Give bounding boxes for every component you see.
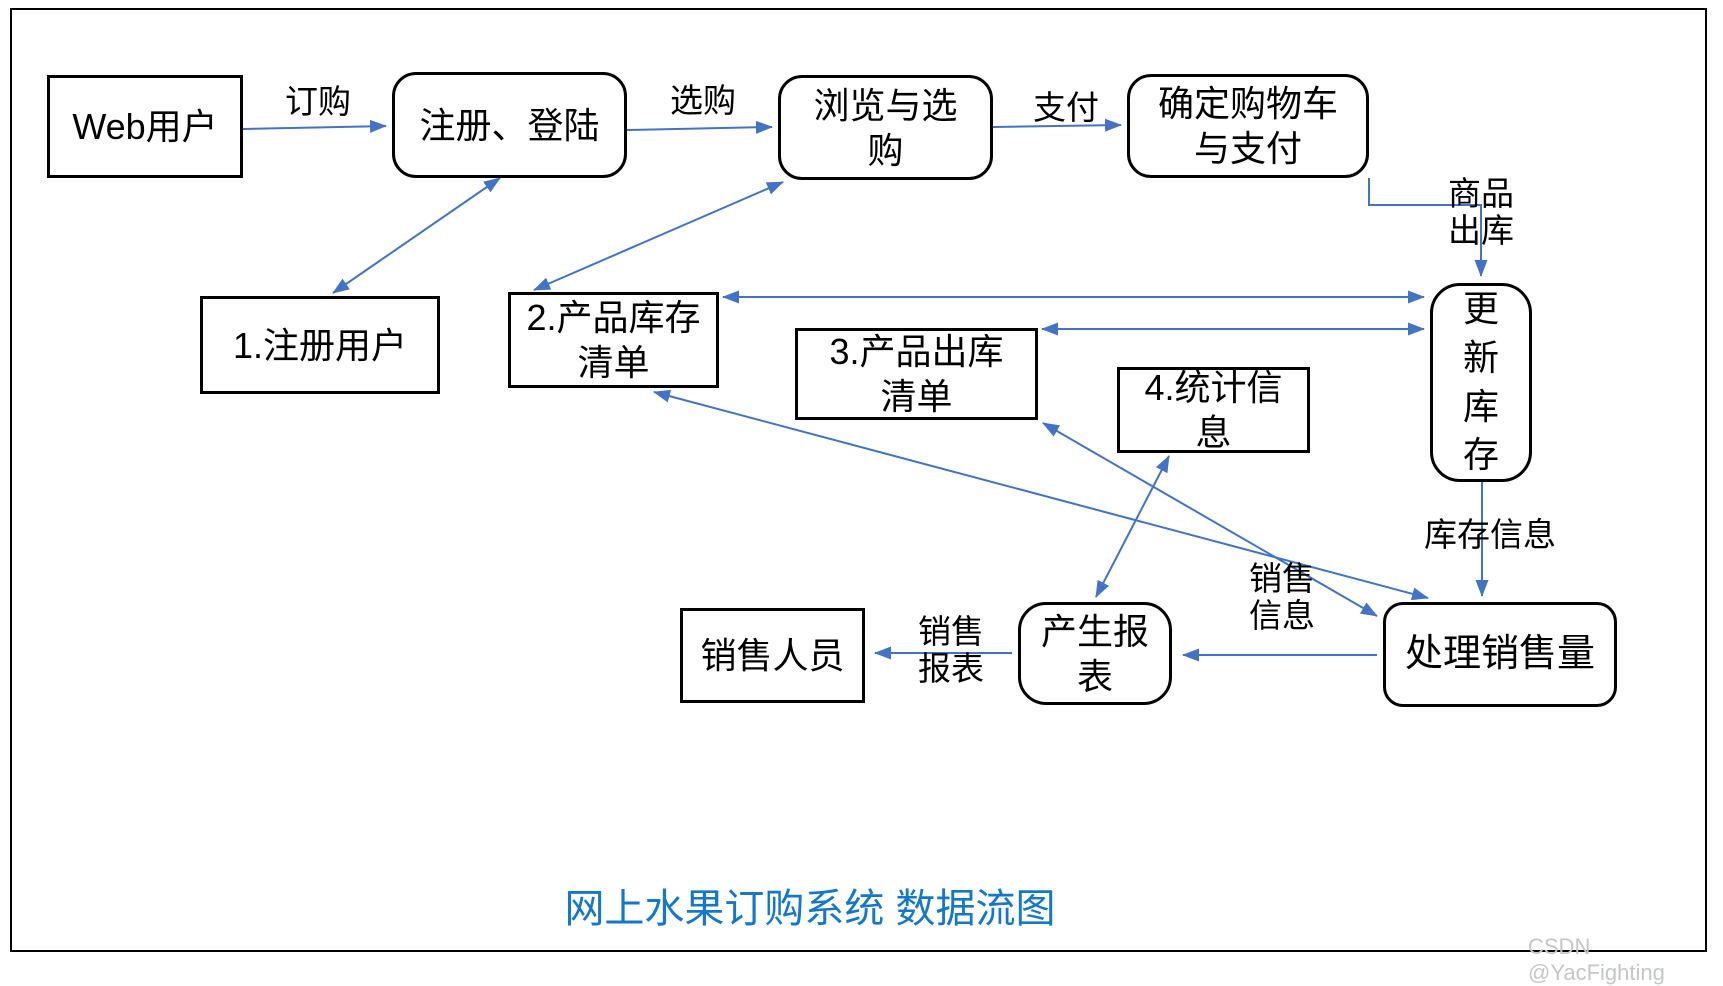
edge-register-user-store <box>332 177 501 294</box>
edge-label-order: 订购 <box>285 83 351 120</box>
edge-label-stock-info: 库存信息 <box>1424 516 1556 553</box>
edge-label-sales-report: 销售 报表 <box>918 613 984 687</box>
node-store-outbound-list: 3.产品出库 清单 <box>795 328 1038 420</box>
node-generate-report: 产生报 表 <box>1018 602 1172 705</box>
node-store-register-user: 1.注册用户 <box>200 296 440 394</box>
edge-order-flow <box>242 119 387 133</box>
node-sales-staff: 销售人员 <box>680 608 865 703</box>
node-store-inventory-list: 2.产品库存 清单 <box>508 292 719 388</box>
edge-report-stats <box>1095 455 1170 598</box>
edge-label-pay: 支付 <box>1033 89 1099 126</box>
node-browse-select: 浏览与选 购 <box>778 75 993 180</box>
node-store-stats-info: 4.统计信 息 <box>1117 367 1310 453</box>
edge-pay-flow <box>992 118 1122 132</box>
edge-select-flow <box>626 120 773 134</box>
edge-label-sales-info: 销售 信息 <box>1249 560 1315 634</box>
node-web-user: Web用户 <box>47 75 243 178</box>
diagram-border <box>10 8 1707 952</box>
node-process-sales: 处理销售量 <box>1383 602 1617 707</box>
edge-label-select: 选购 <box>670 82 736 119</box>
edge-browse-inventory-store <box>533 181 784 291</box>
node-update-stock: 更 新 库 存 <box>1430 283 1532 482</box>
node-confirm-cart-pay: 确定购物车 与支付 <box>1127 74 1369 178</box>
node-register-login: 注册、登陆 <box>392 72 627 178</box>
watermark-text: CSDN @YacFighting <box>1528 934 1665 985</box>
diagram-title: 网上水果订购系统 数据流图 <box>564 887 1056 931</box>
edge-goods-outbound-flow <box>1368 178 1488 277</box>
edge-label-goods-outbound: 商品 出库 <box>1448 175 1514 249</box>
